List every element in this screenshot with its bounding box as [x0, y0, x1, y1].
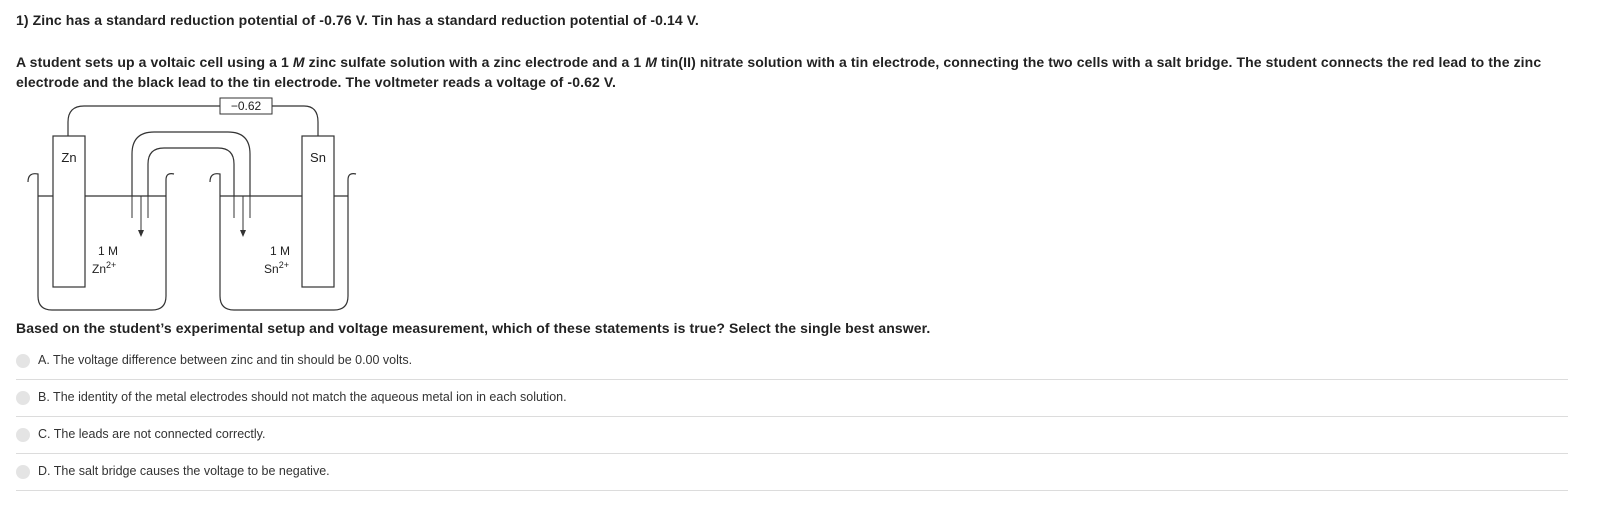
zinc-concentration-label: 1 M [98, 244, 118, 258]
left-beaker [27, 173, 175, 311]
answer-options: A. The voltage difference between zinc a… [16, 343, 1568, 491]
voltmeter-display [219, 97, 273, 115]
tin-ion-label: Sn2+ [264, 260, 289, 276]
option-d-label: D. The salt bridge causes the voltage to… [38, 464, 330, 478]
zinc-electrode [52, 135, 86, 288]
question-stem: A student sets up a voltaic cell using a… [16, 52, 1576, 92]
radio-button-icon[interactable] [16, 391, 30, 405]
salt-bridge-outer [131, 131, 251, 196]
option-c-label: C. The leads are not connected correctly… [38, 427, 266, 441]
stem-text-2: zinc sulfate solution with a zinc electr… [304, 54, 646, 70]
option-a[interactable]: A. The voltage difference between zinc a… [16, 343, 1568, 380]
option-c[interactable]: C. The leads are not connected correctly… [16, 417, 1568, 454]
zinc-ion-label: Zn2+ [92, 260, 116, 276]
salt-bridge-inner [147, 147, 235, 196]
question-title: 1) Zinc has a standard reduction potenti… [16, 12, 699, 28]
stem-unit-2: M [645, 54, 657, 70]
zinc-electrode-label: Zn [61, 150, 76, 165]
right-beaker [209, 173, 357, 311]
stem-unit-1: M [292, 54, 305, 70]
right-wire [272, 105, 319, 136]
tin-electrode [301, 135, 335, 288]
stem-text-3: tin(II) nitrate solution with a tin elec… [16, 54, 1542, 90]
option-b-label: B. The identity of the metal electrodes … [38, 390, 567, 404]
tin-concentration-label: 1 M [270, 244, 290, 258]
stem-text-1: A student sets up a voltaic cell using a… [16, 54, 293, 70]
option-a-label: A. The voltage difference between zinc a… [38, 353, 413, 367]
radio-button-icon[interactable] [16, 354, 30, 368]
option-d[interactable]: D. The salt bridge causes the voltage to… [16, 454, 1568, 491]
question-prompt: Based on the student’s experimental setu… [16, 320, 931, 336]
radio-button-icon[interactable] [16, 428, 30, 442]
voltmeter-reading: −0.62 [231, 99, 262, 113]
left-wire [67, 105, 220, 136]
tin-electrode-label: Sn [310, 150, 326, 165]
voltaic-cell-diagram: −0.62 Zn Sn 1 M Zn2+ 1 M Sn2+ [27, 97, 357, 311]
option-b[interactable]: B. The identity of the metal electrodes … [16, 380, 1568, 417]
radio-button-icon[interactable] [16, 465, 30, 479]
